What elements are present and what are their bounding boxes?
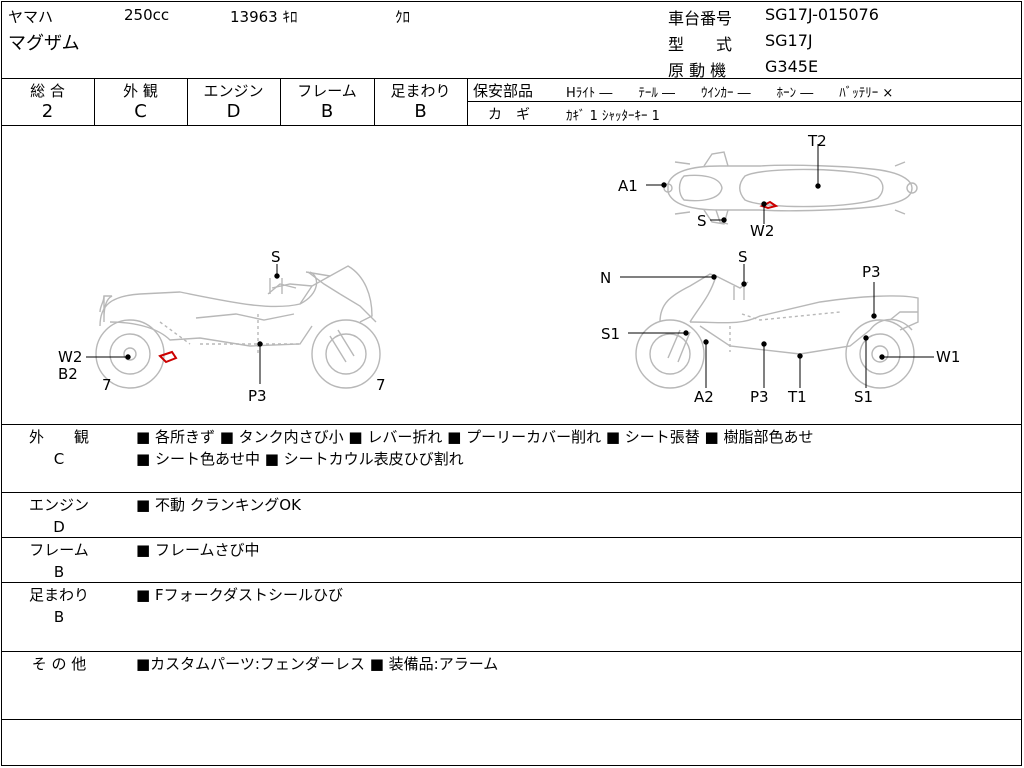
- grade-value-engine: D: [226, 101, 241, 122]
- cond-title-exterior: 外 観: [28, 428, 89, 446]
- cond-engine-line1: ■ 不動 クランキングOK: [136, 496, 301, 514]
- grade-col-divider: [280, 78, 281, 125]
- key-value: ｶｷﾞ 1 ｼｬｯﾀｰｷｰ 1: [566, 109, 660, 124]
- frame-no-label: 車台番号: [668, 9, 733, 28]
- label-s-top: S: [697, 212, 707, 230]
- label-s-right: S: [738, 248, 748, 266]
- cond-grade-exterior: C: [53, 450, 65, 468]
- grade-label-engine: エンジン: [203, 82, 264, 100]
- maker: ヤマハ: [8, 8, 54, 26]
- cond-grade-frame: B: [53, 563, 65, 581]
- frame-no: SG17J-015076: [765, 5, 879, 24]
- cond-suspension-line1: ■ Fフォークダストシールひび: [136, 586, 343, 604]
- cond-exterior-line1: ■ 各所きず ■ タンク内さび小 ■ レバー折れ ■ プーリーカバー削れ ■ シ…: [136, 428, 814, 446]
- label-p3-left: P3: [248, 387, 267, 405]
- scooter-top-view: [663, 151, 918, 225]
- key-label: カ ギ: [488, 107, 530, 123]
- cond-grade-engine: D: [53, 518, 65, 536]
- grade-value-total: 2: [41, 101, 54, 122]
- engine-code: G345E: [765, 57, 819, 76]
- grade-label-frame: フレーム: [297, 82, 357, 100]
- mileage: 13963 ｷﾛ: [230, 8, 298, 26]
- scooter-right-view: [635, 273, 919, 389]
- label-s1-right: S1: [601, 325, 620, 343]
- grade-value-suspension: B: [414, 101, 427, 122]
- grade-value-frame: B: [320, 101, 334, 122]
- type-value: SG17J: [765, 31, 813, 50]
- cond-title-frame: フレーム: [29, 541, 89, 559]
- grade-label-total: 総 合: [30, 82, 65, 100]
- label-seven-b: 7: [376, 376, 386, 394]
- label-a1: A1: [618, 177, 638, 195]
- safety-divider: [468, 101, 1022, 102]
- label-t1: T1: [787, 388, 807, 406]
- scooter-left-view: [95, 265, 381, 389]
- grade-col-divider: [94, 78, 95, 125]
- grade-col-divider: [374, 78, 375, 125]
- cond-bottom-line: [1, 719, 1022, 720]
- cond-exterior-line2: ■ シート色あせ中 ■ シートカウル表皮ひび割れ: [136, 450, 464, 468]
- grade-col-divider: [467, 78, 468, 125]
- cond-divider: [1, 582, 1022, 583]
- cond-title-engine: エンジン: [28, 496, 89, 514]
- label-t2: T2: [807, 132, 827, 150]
- safety-items: Hﾗｲﾄ ― ﾃｰﾙ ― ｳｲﾝｶｰ ― ﾎｰﾝ ― ﾊﾞｯﾃﾘｰ ×: [566, 86, 894, 101]
- label-s-left: S: [271, 248, 281, 266]
- label-b2-left: B2: [58, 365, 78, 383]
- color: ｸﾛ: [395, 8, 411, 26]
- grade-col-divider: [187, 78, 188, 125]
- label-w1: W1: [936, 348, 960, 366]
- label-p3-right-bottom: P3: [750, 388, 769, 406]
- grade-value-exterior: C: [134, 101, 147, 122]
- label-p3-right-top: P3: [862, 263, 881, 281]
- grade-table-bottom: [1, 125, 1022, 126]
- label-s1-right-bottom: S1: [854, 388, 873, 406]
- label-w2-top: W2: [750, 222, 774, 240]
- label-w2-left: W2: [58, 348, 82, 366]
- cond-divider: [1, 492, 1022, 493]
- cond-other-line1: ■カスタムパーツ:フェンダーレス ■ 装備品:アラーム: [136, 655, 499, 673]
- engine-label: 原 動 機: [668, 61, 727, 80]
- grade-label-suspension: 足まわり: [390, 82, 451, 100]
- cond-frame-line1: ■ フレームさび中: [136, 541, 260, 559]
- cond-title-other: そ の 他: [31, 655, 87, 673]
- grade-label-exterior: 外 観: [123, 82, 158, 100]
- label-n: N: [600, 269, 611, 287]
- label-seven-a: 7: [102, 376, 112, 394]
- cond-grade-suspension: B: [53, 608, 65, 626]
- label-a2: A2: [694, 388, 714, 406]
- vehicle-diagram: T2 A1 S W2 S W2 B2 7 P3 7 N S P3 S1 W1 A…: [58, 132, 960, 406]
- cond-divider: [1, 537, 1022, 538]
- model-name: マグザム: [8, 33, 80, 54]
- cond-title-suspension: 足まわり: [28, 586, 89, 604]
- type-label: 型 式: [668, 35, 733, 54]
- displacement: 250cc: [124, 6, 170, 24]
- diagram-bottom-line: [1, 424, 1022, 425]
- cond-divider: [1, 651, 1022, 652]
- grade-table-top: [1, 78, 1022, 79]
- safety-label: 保安部品: [473, 82, 534, 100]
